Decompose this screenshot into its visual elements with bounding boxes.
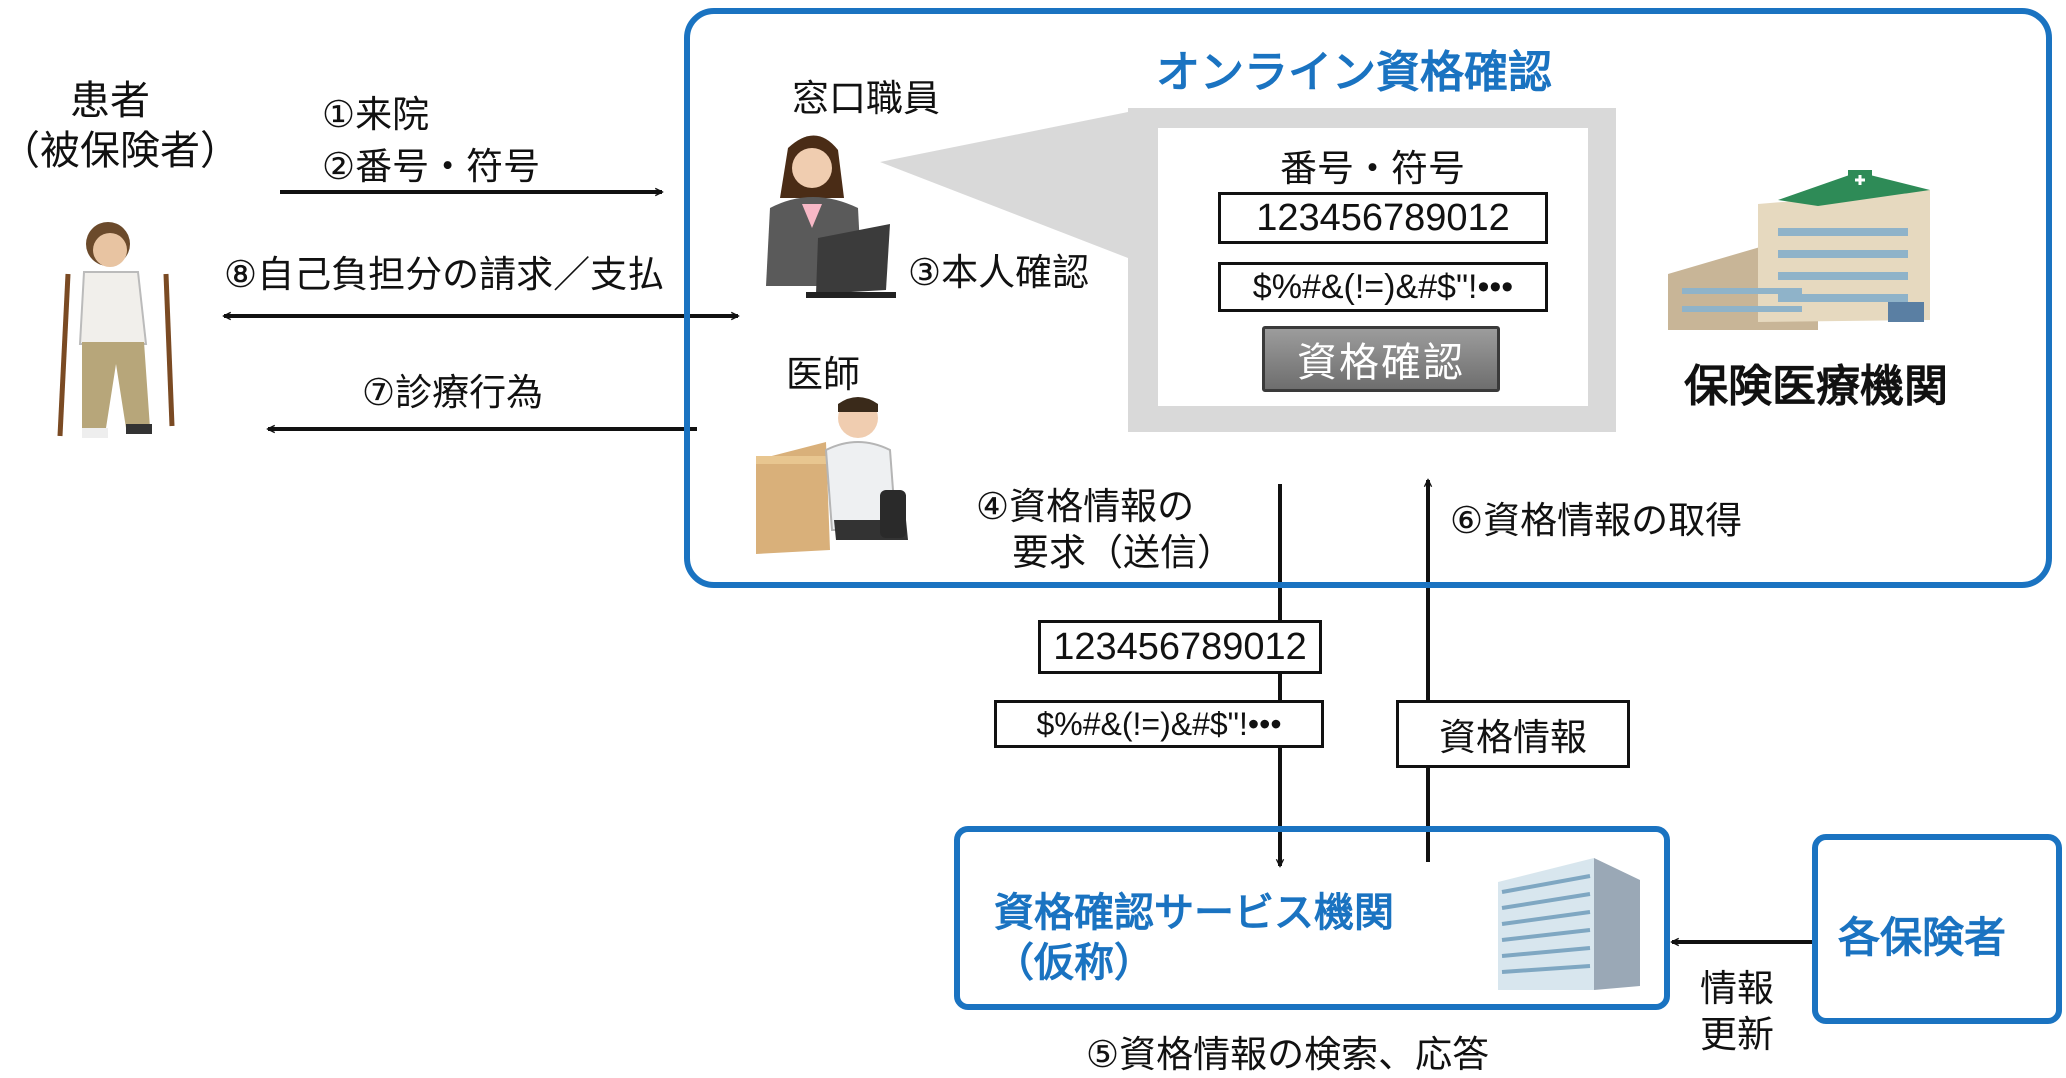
step-4-label-line1: ④資格情報の <box>976 485 1195 528</box>
doctor-desk-icon <box>756 397 908 554</box>
update-label-line1: 情報 <box>1700 967 1774 1010</box>
sent-number-box: 123456789012 <box>1038 620 1322 674</box>
hospital-building-icon <box>1668 170 1930 330</box>
clerk-label: 窓口職員 <box>792 77 940 120</box>
insurers-box <box>1812 834 2062 1024</box>
doctor-label: 医師 <box>786 353 860 396</box>
step-8-label: ⑧自己負担分の請求／支払 <box>224 253 665 296</box>
clerk-laptop-icon <box>766 135 896 298</box>
step-4-label-line2: 要求（送信） <box>1012 531 1234 574</box>
verify-button[interactable]: 資格確認 <box>1262 326 1500 392</box>
facility-heading: オンライン資格確認 <box>1156 47 1552 98</box>
patient-title: 患者 <box>70 78 150 124</box>
returned-info-box: 資格情報 <box>1396 700 1630 768</box>
step-3-label: ③本人確認 <box>908 251 1090 294</box>
office-building-icon <box>1498 858 1640 990</box>
sent-code-box: $%#&(!=)&#$"!••• <box>994 700 1324 748</box>
service-agency-note: （仮称） <box>994 940 1154 986</box>
update-label-line2: 更新 <box>1700 1013 1774 1056</box>
step-2-label: ②番号・符号 <box>322 145 541 188</box>
step-6-label: ⑥資格情報の取得 <box>1450 499 1743 542</box>
facility-container <box>684 8 2052 588</box>
insurers-label: 各保険者 <box>1838 913 2007 962</box>
step-1-label: ①来院 <box>322 93 430 136</box>
step-7-label: ⑦診療行為 <box>362 371 544 414</box>
patient-subtitle: （被保険者） <box>0 128 240 174</box>
form-title: 番号・符号 <box>1280 147 1465 190</box>
step-5-label: ⑤資格情報の検索、応答 <box>1086 1033 1490 1076</box>
facility-name: 保険医療機関 <box>1684 361 1948 412</box>
number-field[interactable]: 123456789012 <box>1218 192 1548 244</box>
speech-callout <box>880 112 1128 258</box>
service-agency-name: 資格確認サービス機関 <box>994 890 1394 936</box>
code-field[interactable]: $%#&(!=)&#$"!••• <box>1218 262 1548 312</box>
patient-crutches-icon <box>57 222 175 438</box>
service-agency-box <box>954 826 1670 1010</box>
